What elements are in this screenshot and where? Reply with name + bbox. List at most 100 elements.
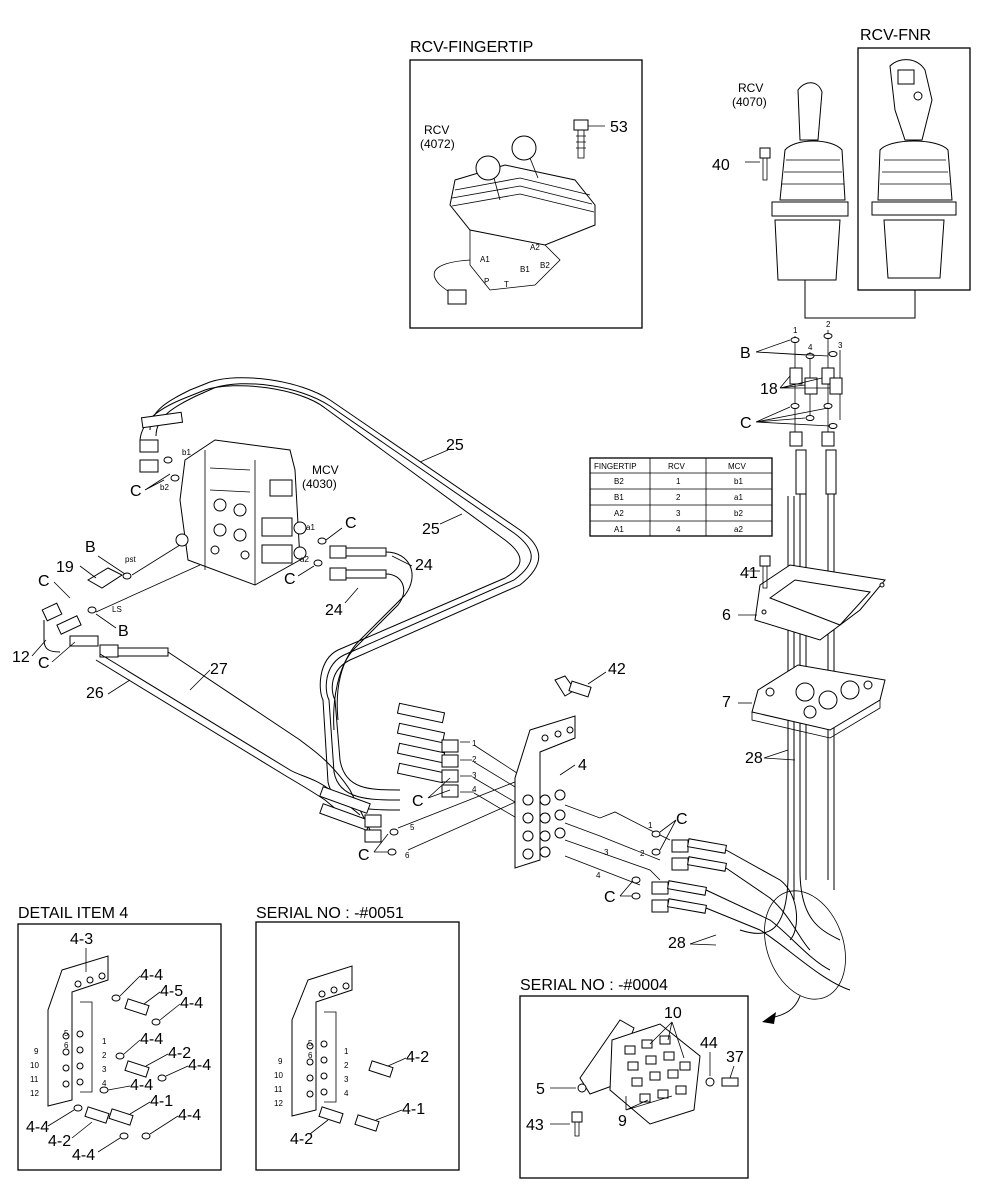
callout-c-5-6: C [358,847,370,864]
hose-25-loop [139,377,540,811]
port-p: P [484,277,489,286]
mcv-port-b1: b1 [182,448,191,457]
callout-serial51-4-2-a: 4-2 [406,1049,429,1066]
callout-4: 4 [578,757,587,774]
serial51-port-9: 9 [278,1057,283,1066]
leader-27 [189,669,211,691]
callout-26: 26 [86,685,104,702]
fitting-42 [554,675,592,698]
mcv-pilot-lines [95,544,201,613]
detail-port-4: 4 [102,1079,107,1088]
block-dashed-runs [473,744,521,821]
mcv-port-pst: pst [125,555,136,564]
block-port-6: 6 [405,851,410,860]
rcv-fingertip-panel: RCV-FINGERTIP RCV (4072) A2 A1 B1 B2 P T… [409,39,643,329]
leader-18 [779,375,830,389]
leader-c-block-lower [619,881,633,897]
leader-c-mcv-left [144,473,171,491]
fitting-12 [41,602,99,653]
rcv-port-fittings: 1 2 4 3 [789,320,843,440]
leader-4-4-g [47,1109,75,1127]
leader-4-2-b [71,1121,93,1139]
block-port-5: 5 [410,823,415,832]
detail-port-1: 1 [102,1037,107,1046]
leader-25-upper [419,449,449,463]
cell: a2 [734,525,743,534]
bolt-40 [745,147,771,181]
callout-4-4-d: 4-4 [188,1057,211,1074]
callout-4-4-a: 4-4 [140,967,163,984]
rcv-4070-joystick: RCV (4070) [732,81,916,319]
block-right-port-4: 4 [596,871,601,880]
serial-0004-title: SERIAL NO : -#0004 [520,977,668,994]
serial51-port-6: 6 [308,1051,313,1060]
callout-37: 37 [726,1049,744,1066]
cell: b1 [734,477,743,486]
block-right-port-2: 2 [640,849,645,858]
rcv-port-4: 4 [808,343,813,352]
serial-0004-panel: SERIAL NO : -#0004 [519,977,749,1179]
callout-b-ls: B [118,623,129,640]
callout-c-top: C [740,415,752,432]
port-a2: A2 [530,243,540,252]
hose-26-27 [95,644,382,843]
callout-25-upper: 25 [446,437,464,454]
leader-25-lower [439,513,463,525]
callout-28-upper: 28 [745,750,763,767]
block-left-port-4: 4 [472,785,477,794]
serial-0004-frame [519,995,749,1179]
rcv-port-2: 2 [826,320,831,329]
leader-c-block-left [427,777,451,799]
hose-24 [329,545,413,731]
callout-24-lower: 24 [325,602,343,619]
serial51-port-11: 11 [274,1085,283,1094]
block-port-5-6-runs [397,779,521,851]
callout-25-lower: 25 [422,521,440,538]
cell: B1 [614,493,624,502]
callout-5: 5 [536,1081,545,1098]
leader-4-4-e [107,1085,131,1091]
leader-b-ls [95,613,117,629]
callout-4-4-h: 4-4 [72,1147,95,1164]
rcv-port-1: 1 [793,326,798,335]
callout-53: 53 [610,119,628,136]
serial-0051-title: SERIAL NO : -#0051 [256,905,404,922]
callout-4-2-b: 4-2 [48,1133,71,1150]
leader-10 [649,1021,685,1059]
leader-37 [729,1065,735,1079]
leader-4 [559,764,576,776]
leader-c-mcv-a2 [297,565,315,577]
leader-c-12 [51,641,76,663]
detail-port-10: 10 [30,1061,39,1070]
leader-serial51-4-2-a [387,1057,407,1067]
cell: b2 [734,509,743,518]
serial51-port-12: 12 [274,1099,283,1108]
leader-4-4-a [119,975,141,997]
callout-7: 7 [722,694,731,711]
rcv-4072-label-2: (4072) [420,137,455,151]
bolt-53 [573,119,605,159]
cell: B2 [614,477,624,486]
cell: 2 [676,493,681,502]
callout-40: 40 [712,157,730,174]
serial-0051-panel: SERIAL NO : -#0051 5 6 1 2 3 4 9 10 11 1… [255,905,460,1171]
callout-41: 41 [740,565,758,582]
detail-port-6: 6 [64,1041,69,1050]
callout-c-block-right: C [676,811,688,828]
leader-4-5 [143,991,161,1005]
bolt-41 [746,555,771,589]
detail-item4-panel: DETAIL ITEM 4 5 6 1 2 3 4 9 10 11 12 [17,905,222,1171]
callout-19: 19 [56,559,74,576]
block-right-runs [564,804,851,991]
detail-port-5: 5 [64,1029,69,1038]
callout-c-19: C [38,573,50,590]
table-row: B2 1 b1 [614,477,743,486]
callout-10: 10 [664,1005,682,1022]
rcv-4070-label-1: RCV [738,81,763,95]
callout-4-4-f: 4-4 [178,1107,201,1124]
serial-0051-frame [255,921,460,1171]
callout-4-4-e: 4-4 [130,1077,153,1094]
leader-4-4-h [97,1137,121,1153]
cell: 1 [676,477,681,486]
detail-arrow-head [762,1012,776,1024]
